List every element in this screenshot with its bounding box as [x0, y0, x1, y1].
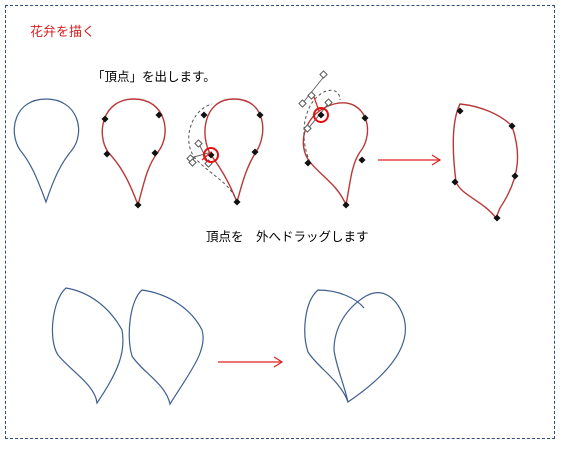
vertex-node[interactable]	[511, 172, 519, 180]
bezier-handle[interactable]	[188, 158, 197, 167]
drag-target-ring	[313, 107, 329, 123]
combined-petals-result	[304, 289, 406, 403]
vertex-node[interactable]	[233, 198, 241, 206]
bezier-handle[interactable]	[307, 91, 316, 100]
drag-direction-arrow	[201, 151, 212, 161]
result-arrow-top	[378, 154, 442, 166]
bezier-handle[interactable]	[298, 99, 307, 108]
drag-target-ring	[203, 147, 219, 163]
petal-right-copy	[128, 289, 204, 406]
bezier-handle-line	[189, 151, 213, 159]
vertex-node[interactable]	[251, 148, 259, 156]
vertex-node[interactable]	[361, 114, 369, 122]
bezier-handle[interactable]	[303, 124, 312, 133]
tutorial-title: 花弁を描く	[30, 25, 96, 40]
step-caption-show-nodes: 「頂点」を出します。	[92, 69, 216, 84]
vertex-node[interactable]	[200, 111, 208, 119]
vertex-node[interactable]	[451, 178, 459, 186]
reshaped-petal-result	[451, 103, 519, 222]
vertex-node[interactable]	[155, 111, 163, 119]
vertex-node[interactable]	[508, 122, 516, 130]
vertex-node[interactable]	[256, 111, 264, 119]
bezier-handle[interactable]	[194, 139, 203, 148]
drop-petal-dragging-top-node	[298, 70, 369, 209]
petal-left-copy	[51, 287, 124, 405]
vertex-node[interactable]	[134, 201, 142, 209]
step-caption-drag-node: 頂点を 外へドラッグします	[206, 229, 369, 244]
result-arrow-bottom	[218, 356, 284, 368]
bezier-handle[interactable]	[324, 98, 333, 107]
vertex-node[interactable]	[493, 214, 501, 222]
vertex-node[interactable]	[103, 150, 111, 158]
tutorial-frame	[5, 5, 555, 439]
vertex-node[interactable]	[342, 201, 350, 209]
drag-direction-arrow	[313, 96, 320, 112]
bezier-handle[interactable]	[319, 70, 328, 79]
vertex-node[interactable]	[151, 149, 159, 157]
vertex-node[interactable]	[317, 111, 325, 119]
drop-petal-dragging-left-node	[186, 98, 264, 206]
drop-petal-plain	[13, 98, 80, 204]
vertex-node[interactable]	[456, 107, 464, 115]
vertex-node[interactable]	[101, 115, 109, 123]
drop-petal-with-nodes	[101, 98, 166, 209]
vertex-node[interactable]	[304, 159, 312, 167]
vertex-node[interactable]	[358, 156, 366, 164]
bezier-handle-line	[301, 73, 327, 105]
